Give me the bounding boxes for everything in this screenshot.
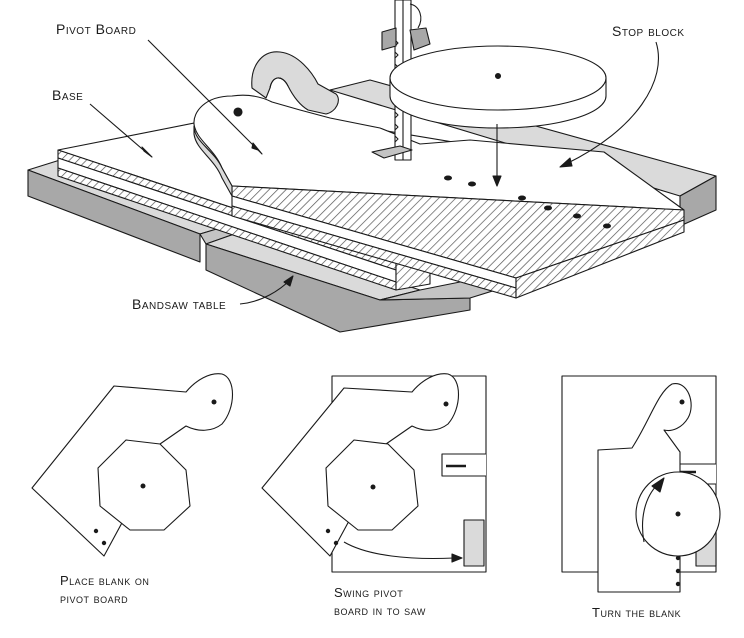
base-label: Base — [52, 87, 84, 103]
step1-sketch — [31, 373, 233, 557]
step2-caption-line2: board in to saw — [334, 603, 426, 618]
step1-caption-line1: Place blank on — [60, 573, 150, 588]
pivot-arrow — [492, 124, 502, 187]
step2-caption-line1: Swing pivot — [334, 585, 404, 600]
leader-lines — [89, 39, 660, 305]
pivot-board — [193, 94, 685, 299]
stop-block-label: Stop block — [612, 23, 685, 39]
saw-guard — [251, 51, 339, 115]
step1-caption-line2: pivot board — [60, 591, 129, 606]
bandsaw-table-label: Bandsaw table — [132, 296, 227, 312]
step2-sketch — [261, 373, 487, 573]
step2-caption: Swing pivot board in to saw — [334, 584, 426, 620]
pivot-board-label: Pivot Board — [56, 21, 137, 37]
step1-caption: Place blank on pivot board — [60, 572, 149, 608]
blank-disc — [389, 45, 607, 129]
pivot-holes — [444, 175, 611, 229]
step3-sketch — [561, 375, 721, 593]
step3-caption: Turn the blank — [592, 605, 682, 620]
